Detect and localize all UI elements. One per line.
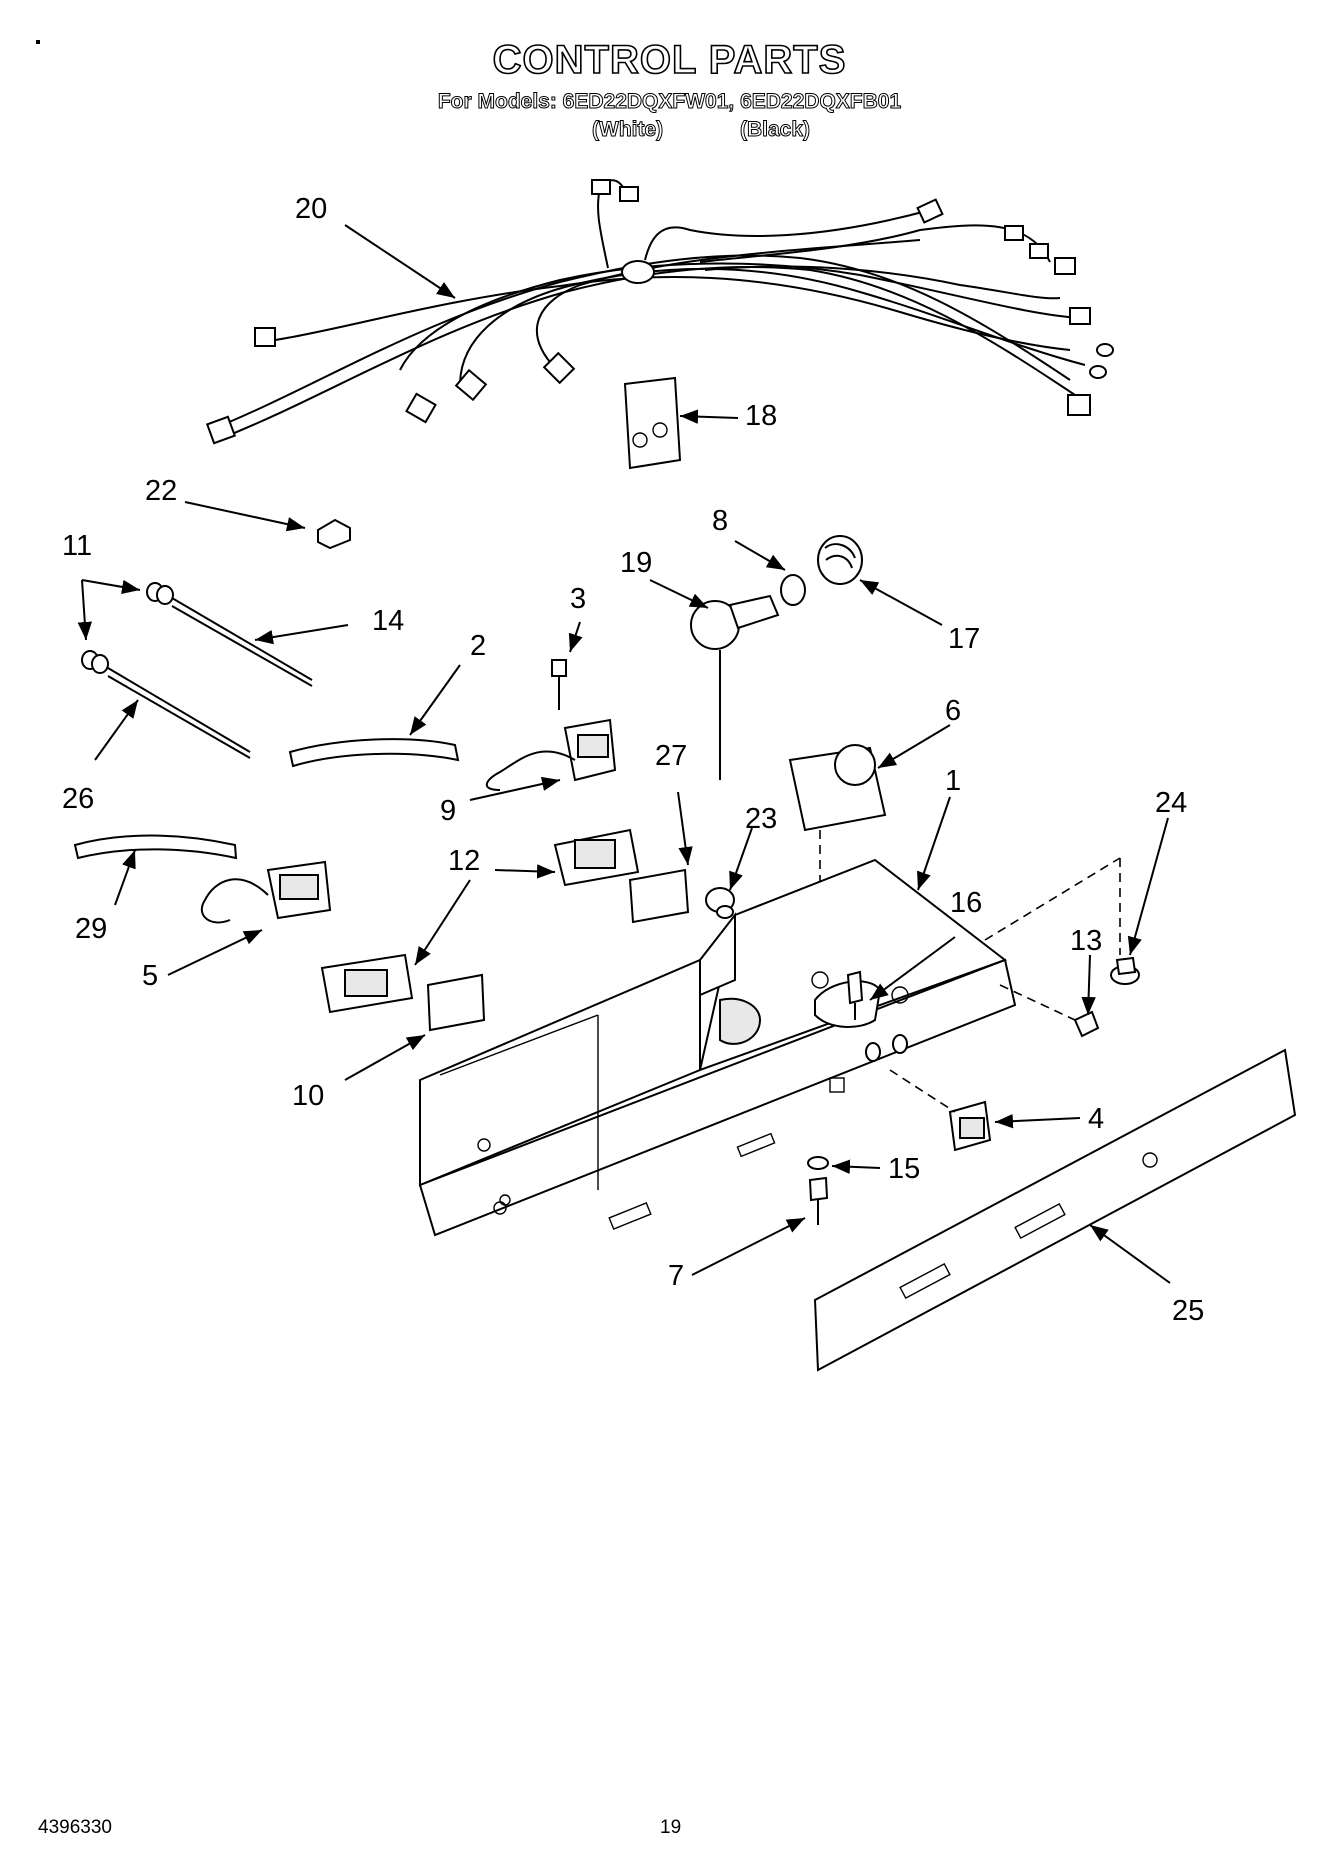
connector-d [454,368,488,402]
callout-6: 6 [945,695,961,727]
callout-18: 18 [745,400,777,432]
callout-27: 27 [655,740,687,772]
callout-9: 9 [440,795,456,827]
connector-g [619,186,639,202]
washer [807,1156,829,1170]
lamp-holder [817,535,863,585]
tube-sleeve-lower [73,834,238,860]
callout-14: 14 [372,605,404,637]
connector-h [916,198,944,224]
page-number: 19 [660,1817,682,1838]
callout-8: 8 [712,505,728,537]
switch-lower [200,860,332,924]
variant-black-label: (Black) [739,118,811,142]
callout-19: 19 [620,547,652,579]
thermostat-knob [889,1069,992,1152]
callout-15: 15 [888,1153,920,1185]
clip [317,518,351,550]
connector-k [1054,257,1076,275]
document-number: 4396330 [38,1817,112,1838]
control-housing [418,858,1017,1237]
callout-16: 16 [950,887,982,919]
callout-10: 10 [292,1080,324,1112]
gasket-plate [623,376,682,470]
switch-bracket-upper [553,828,640,887]
callout-22: 22 [145,475,177,507]
label-27 [628,868,690,924]
connector-c [405,392,437,424]
label-10 [426,973,486,1032]
grommet [705,887,735,919]
connector-j [1029,243,1049,259]
callout-17: 17 [948,623,980,655]
screw-16 [846,970,864,1020]
callout-7: 7 [668,1260,684,1292]
callout-1: 1 [945,765,961,797]
connector-l [1069,307,1091,325]
callout-2: 2 [470,630,486,662]
clip-nut [984,857,1140,985]
tube-sleeve [288,738,460,768]
lamp-bulb [690,594,780,780]
variant-white-label: (White) [591,118,664,142]
callout-5: 5 [142,960,158,992]
trim-strip [813,1048,1297,1372]
harness-center-grommet [621,260,655,284]
callout-3: 3 [570,583,586,615]
callout-4: 4 [1088,1103,1104,1135]
connector-e [542,351,576,385]
capillary-tubes [81,582,313,759]
callout-26: 26 [62,783,94,815]
callout-labels: 20 18 22 11 14 26 8 19 17 3 2 9 6 27 1 2… [62,193,1204,1327]
wiring-harness [205,179,1114,445]
switch-bracket-lower [320,953,414,1014]
models-line: For Models: 6ED22DQXFW01, 6ED22DQXFB01 [437,90,902,114]
callout-11: 11 [62,530,92,562]
defrost-timer [788,744,887,970]
connector-b [254,327,276,347]
leader-lines [77,224,1171,1284]
screw-13 [999,984,1100,1038]
connector-a [205,415,237,445]
callout-20: 20 [295,193,327,225]
callout-25: 25 [1172,1295,1204,1327]
connector-m [1067,394,1091,416]
switch-assembly [485,659,617,791]
connector-f [591,179,611,195]
callout-23: 23 [745,803,777,835]
callout-13: 13 [1070,925,1102,957]
lamp-socket-ring [780,574,806,606]
callout-24: 24 [1155,787,1187,819]
callout-29: 29 [75,913,107,945]
screw-7 [808,1176,829,1225]
callout-12: 12 [448,845,480,877]
connector-i [1004,225,1024,241]
page-title: CONTROL PARTS [492,37,847,83]
